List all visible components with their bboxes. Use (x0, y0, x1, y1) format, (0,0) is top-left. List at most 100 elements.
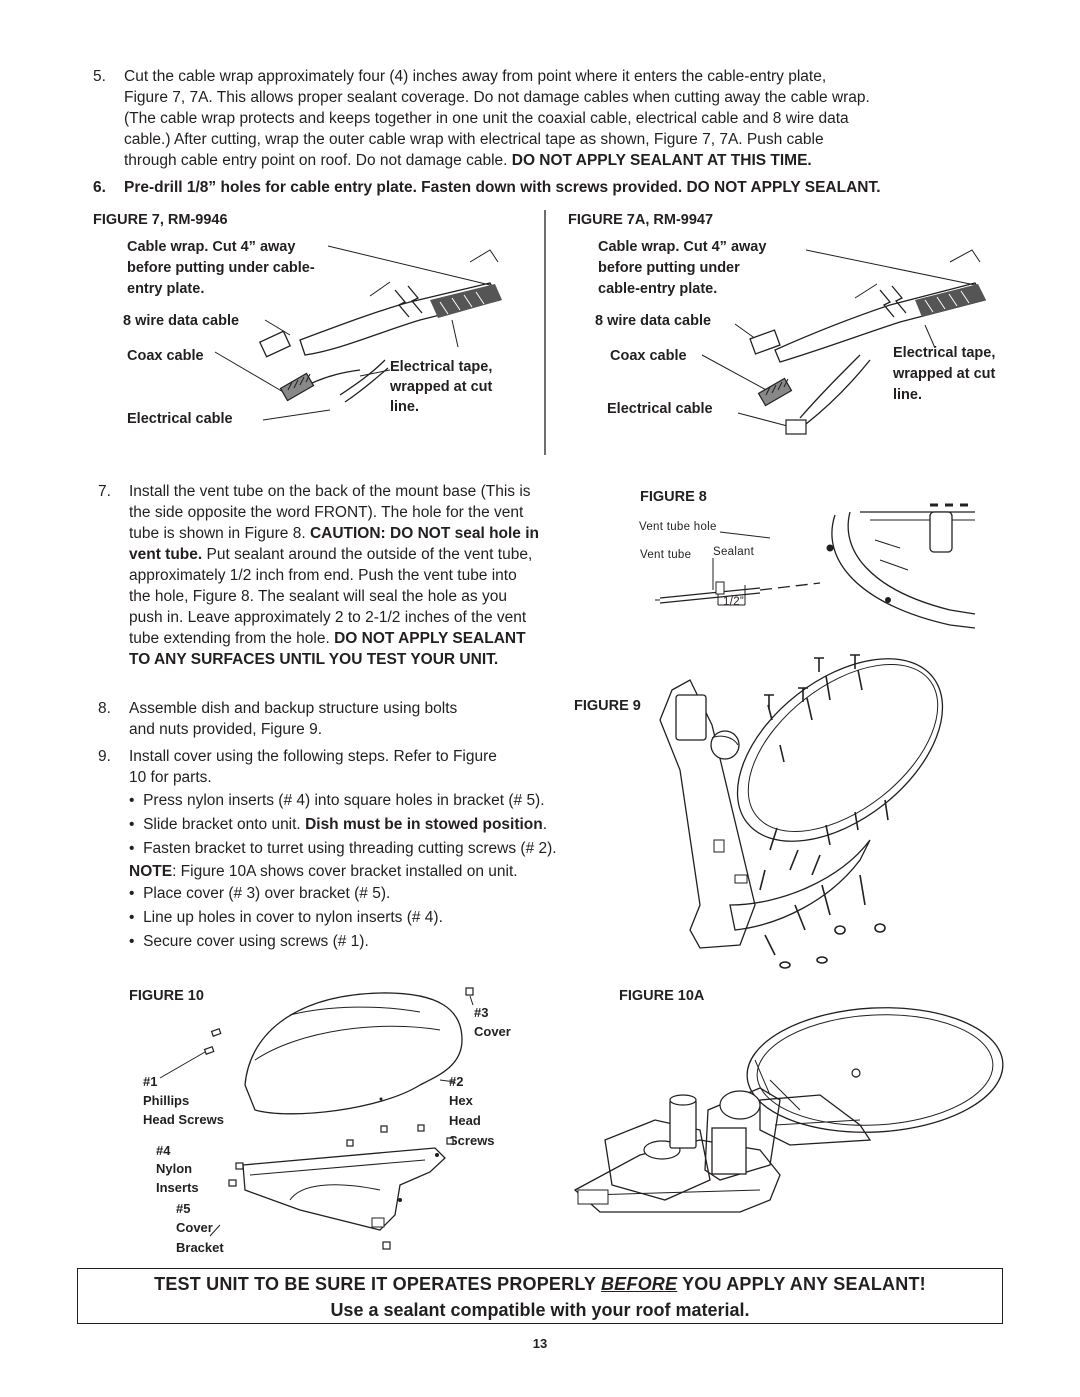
step-9-bullet-6: • Secure cover using screws (# 1). (129, 931, 369, 952)
part-4-name-line-1: Nylon (156, 1161, 193, 1176)
figure-8-vent-tube-label: Vent tube (640, 549, 692, 561)
warning-subline: Use a sealant compatible with your roof … (330, 1300, 750, 1320)
step-9-line-1: Install cover using the following steps.… (129, 748, 497, 765)
figure-divider (544, 210, 546, 455)
part-4-number: #4 (156, 1143, 171, 1158)
bullet-text: Slide bracket onto unit. (143, 816, 306, 833)
step-8-line-1: Assemble dish and backup structure using… (129, 700, 458, 717)
figure-7-cable-drawing (214, 245, 502, 421)
step-7-line-6: the hole, Figure 8. The sealant will sea… (129, 588, 507, 605)
figure-7-cable-wrap-line-1: Cable wrap. Cut 4” away (127, 239, 296, 255)
part-1-name-line-2: Head Screws (143, 1112, 224, 1127)
warning-headline: TEST UNIT TO BE SURE IT OPERATES PROPERL… (78, 1274, 1002, 1295)
step-7-line-3-text: tube is shown in Figure 8. (129, 525, 310, 542)
step-5-line-2: Figure 7, 7A. This allows proper sealant… (124, 89, 870, 106)
figure-7-data-cable-label: 8 wire data cable (123, 313, 240, 329)
figure-10a-title: FIGURE 10A (619, 988, 705, 1004)
figure-7a-tape-line-1: Electrical tape, (893, 345, 996, 361)
figure-7a-tape-line-2: wrapped at cut (893, 366, 996, 382)
figure-7a-data-cable-label: 8 wire data cable (595, 313, 712, 329)
bullet-glyph: • (129, 909, 135, 926)
step-5-line-4: cable.) After cutting, wrap the outer ca… (124, 131, 824, 148)
step-9-bullet-1: • Press nylon inserts (# 4) into square … (129, 790, 545, 811)
figure-10-title: FIGURE 10 (129, 988, 204, 1004)
bullet-text: Place cover (# 3) over bracket (# 5). (143, 885, 391, 902)
part-2-name-line-1: Hex (449, 1093, 473, 1108)
figure-7-cable-wrap-line-2: before putting under cable- (127, 260, 315, 276)
note-label: NOTE (129, 863, 173, 880)
figure-8-title: FIGURE 8 (640, 489, 707, 505)
warning-text-end: YOU APPLY ANY SEALANT! (677, 1274, 926, 1294)
part-1-number: #1 (143, 1074, 158, 1089)
part-4-name-line-2: Inserts (156, 1180, 199, 1195)
step-5-warning: DO NOT APPLY SEALANT AT THIS TIME. (511, 152, 812, 169)
step-5-number: 5. (93, 68, 106, 85)
step-9-bullet-3: • Fasten bracket to turret using threadi… (129, 838, 557, 859)
step-7-line-7: push in. Leave approximately 2 to 2-1/2 … (129, 609, 527, 626)
page-number: 13 (532, 1336, 548, 1351)
step-7-caution-end: vent tube. (129, 546, 203, 563)
part-2-name-line-2: Head (449, 1113, 481, 1128)
bullet-glyph: • (129, 816, 135, 833)
part-2-name-line-3: Screws (449, 1133, 495, 1148)
bullet-glyph: • (129, 885, 135, 902)
note-text: : Figure 10A shows cover bracket install… (172, 863, 518, 880)
figure-8-sealant-label: Sealant (713, 546, 755, 558)
bullet-emphasis: Dish must be in stowed position (305, 816, 543, 833)
warning-text-start: TEST UNIT TO BE SURE IT OPERATES PROPERL… (154, 1274, 601, 1294)
bullet-glyph: • (129, 933, 135, 950)
figure-8-vent-hole-label: Vent tube hole (639, 521, 717, 533)
bullet-text: Press nylon inserts (# 4) into square ho… (143, 792, 545, 809)
step-7-line-3: tube is shown in Figure 8. CAUTION: DO N… (129, 523, 539, 544)
figure-7-title: FIGURE 7, RM-9946 (93, 212, 228, 228)
step-7-line-4-text: Put sealant around the outside of the ve… (202, 546, 533, 563)
step-8-line-2: and nuts provided, Figure 9. (129, 721, 323, 738)
step-9-note: NOTE: Figure 10A shows cover bracket ins… (129, 861, 518, 882)
part-3-name: Cover (474, 1024, 511, 1039)
figure-7a-coax-label: Coax cable (610, 348, 687, 364)
part-1-name-line-1: Phillips (143, 1093, 190, 1108)
figure-7a-cable-drawing (701, 249, 986, 435)
bullet-text: Line up holes in cover to nylon inserts … (143, 909, 443, 926)
figure-10a-unit-drawing (573, 1007, 1004, 1213)
bullet-glyph: • (129, 840, 135, 857)
step-7-line-8-text: tube extending from the hole. (129, 630, 335, 647)
step-7-line-5: approximately 1/2 inch from end. Push th… (129, 567, 517, 584)
figure-7a-cable-wrap-line-2: before putting under (598, 260, 740, 276)
step-7-line-4: vent tube. Put sealant around the outsid… (129, 544, 532, 565)
step-5-line-3: (The cable wrap protects and keeps toget… (124, 110, 849, 127)
step-7-line-1: Install the vent tube on the back of the… (129, 483, 531, 500)
figure-7-coax-label: Coax cable (127, 348, 204, 364)
figure-10-parts-drawing (159, 987, 474, 1250)
step-7-line-2: the side opposite the word FRONT). The h… (129, 504, 524, 521)
figure-7a-cable-wrap-line-1: Cable wrap. Cut 4” away (598, 239, 767, 255)
step-9-line-2: 10 for parts. (129, 769, 212, 786)
part-2-number: #2 (449, 1074, 464, 1089)
step-5-line-5: through cable entry point on roof. Do no… (124, 150, 1024, 171)
step-9-bullet-5: • Line up holes in cover to nylon insert… (129, 907, 443, 928)
figure-7-cable-wrap-line-3: entry plate. (127, 281, 205, 297)
figure-7-electrical-label: Electrical cable (127, 411, 233, 427)
bullet-text: Secure cover using screws (# 1). (143, 933, 369, 950)
step-8-number: 8. (98, 700, 111, 717)
warning-emphasis: BEFORE (600, 1274, 678, 1294)
step-5-line-1: Cut the cable wrap approximately four (4… (124, 68, 827, 85)
step-6-number: 6. (93, 179, 106, 196)
part-5-name-line-1: Cover (176, 1220, 213, 1235)
step-7-warning: DO NOT APPLY SEALANT (334, 630, 526, 647)
figure-8-vent-drawing (655, 503, 976, 629)
figure-7-tape-line-1: Electrical tape, (390, 359, 493, 375)
step-7-line-8: tube extending from the hole. DO NOT APP… (129, 628, 526, 649)
step-7-caution: CAUTION: DO NOT seal hole in (309, 525, 540, 542)
step-7-number: 7. (98, 483, 111, 500)
part-5-name-line-2: Bracket (176, 1240, 224, 1255)
figure-7-tape-line-2: wrapped at cut (390, 379, 493, 395)
step-9-bullet-4: • Place cover (# 3) over bracket (# 5). (129, 883, 390, 904)
step-5-line-5-text: through cable entry point on roof. Do no… (124, 152, 512, 169)
step-6-text: Pre-drill 1/8” holes for cable entry pla… (124, 179, 881, 196)
figure-7-tape-line-3: line. (390, 399, 420, 415)
sealant-warning-box: TEST UNIT TO BE SURE IT OPERATES PROPERL… (77, 1268, 1003, 1324)
bullet-period: . (542, 816, 548, 833)
bullet-text: Fasten bracket to turret using threading… (143, 840, 557, 857)
part-3-number: #3 (474, 1005, 489, 1020)
